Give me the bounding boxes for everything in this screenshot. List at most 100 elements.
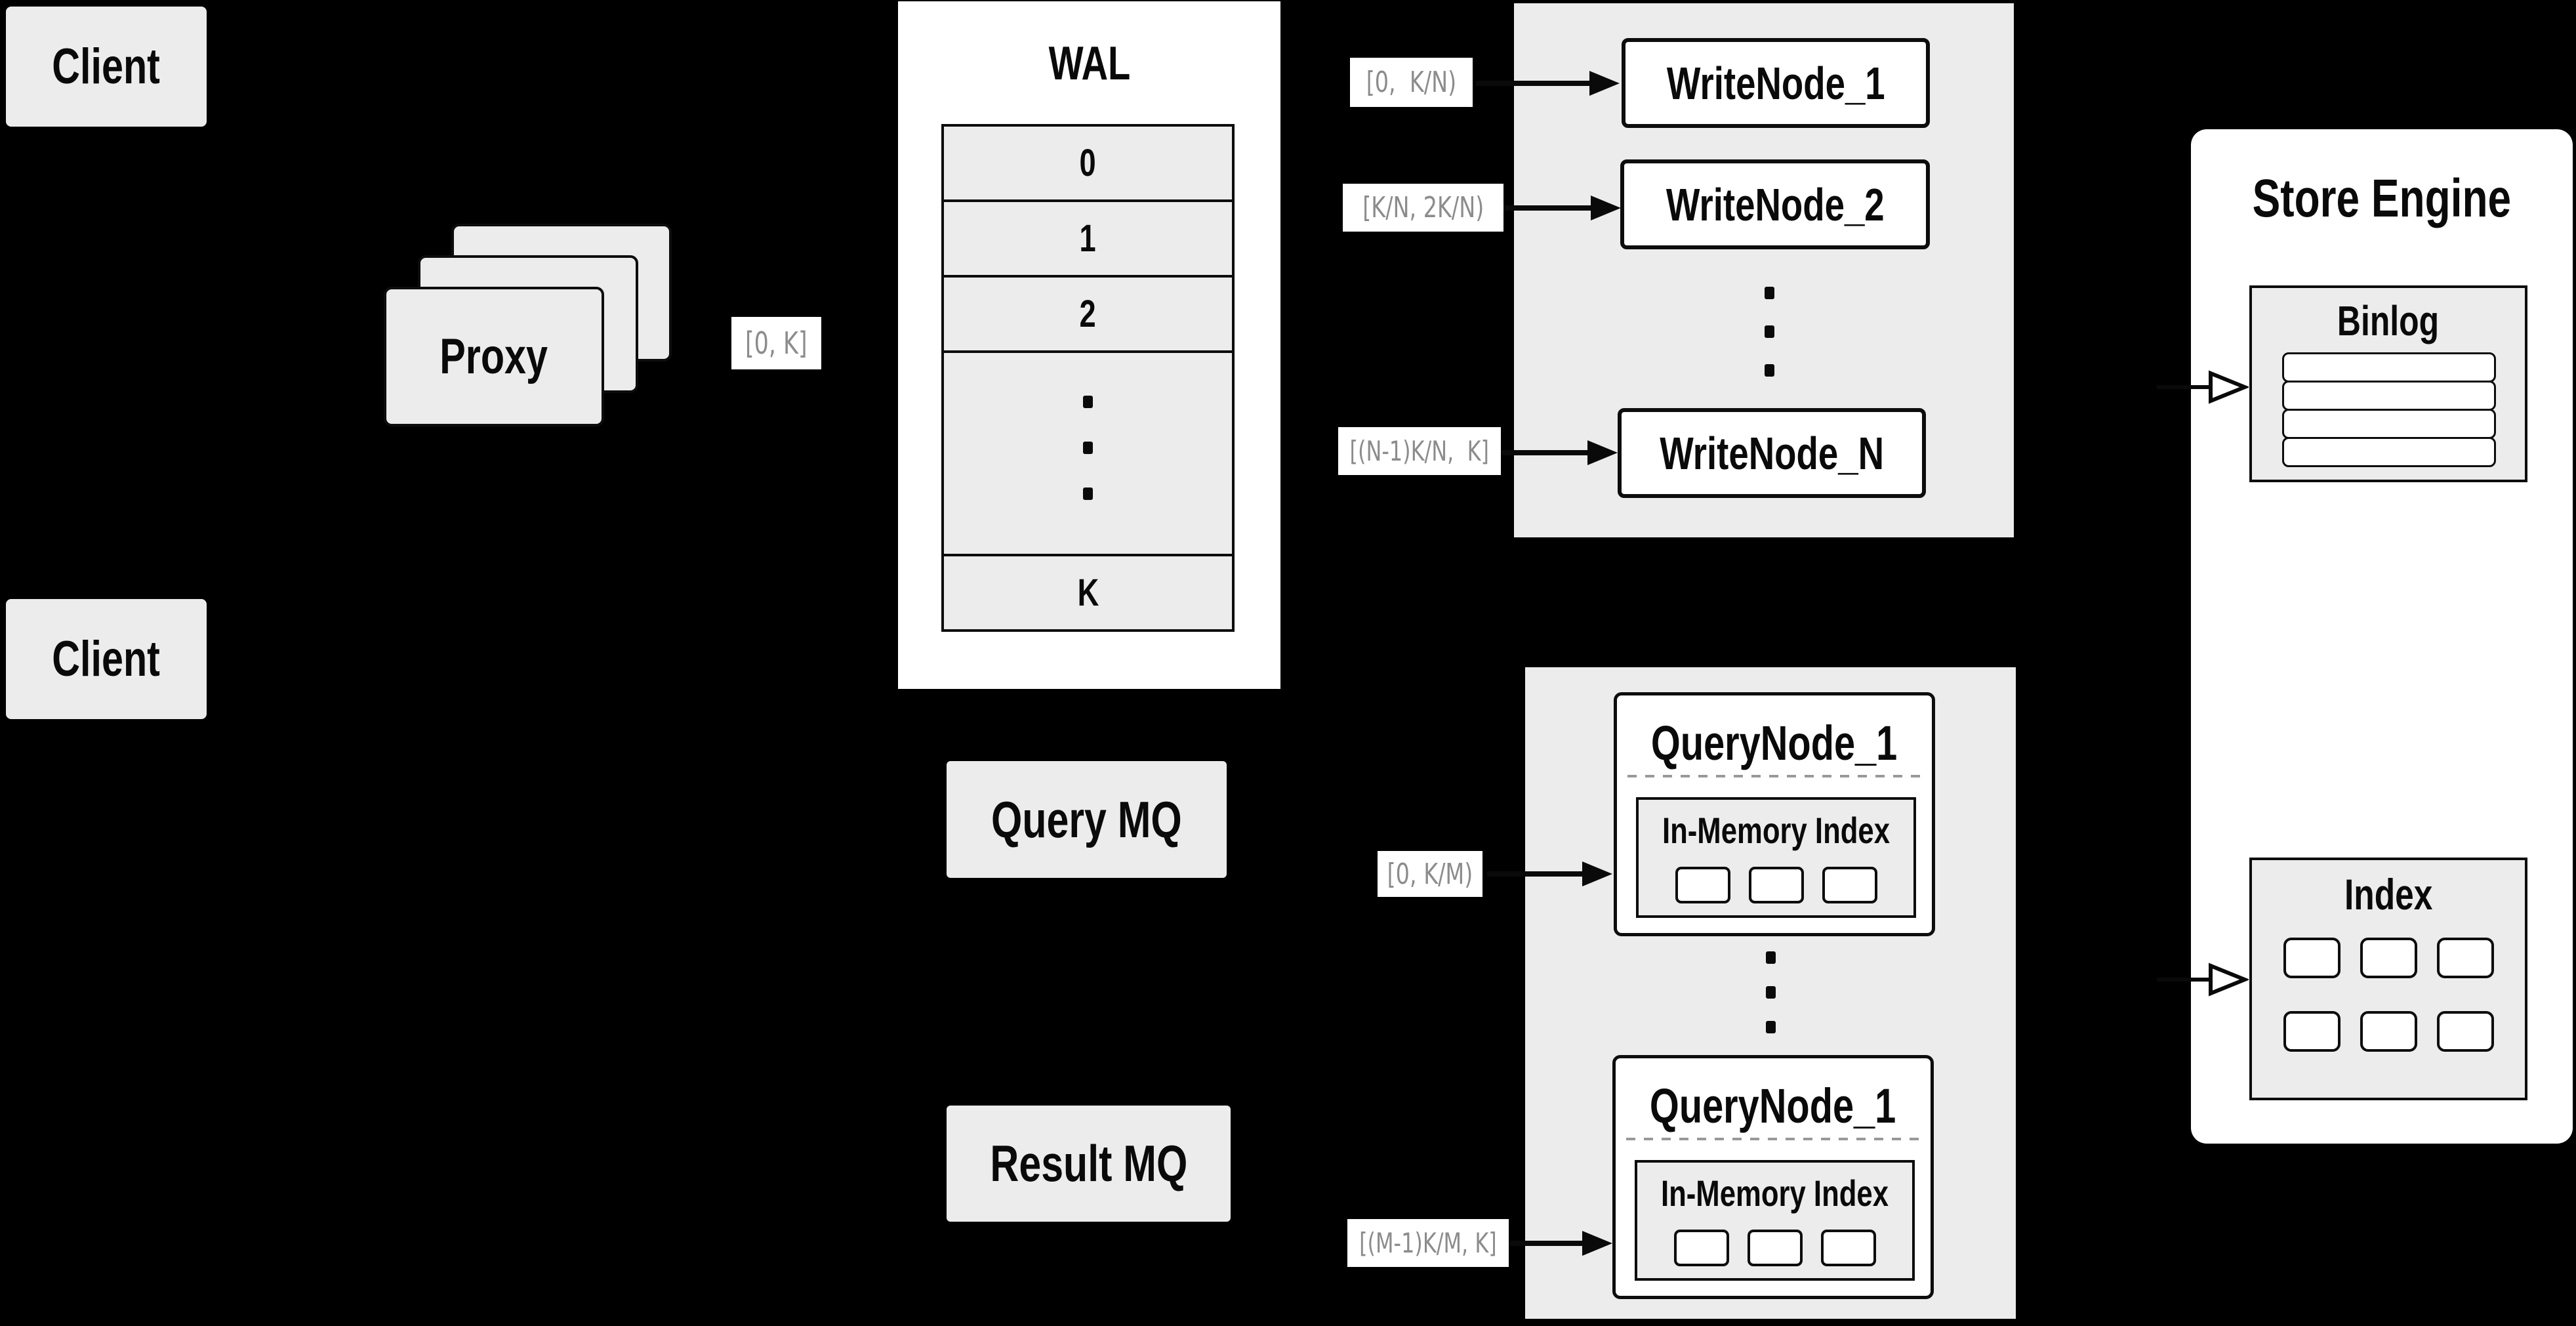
range-label-query-1: [0, K/M): [1378, 851, 1482, 897]
write-node-n: WriteNode_N: [1618, 408, 1926, 498]
index-cells-row: [2252, 938, 2525, 978]
write-node-1-label: WriteNode_1: [1666, 57, 1885, 109]
in-memory-index-top-title-row: In-Memory Index: [1639, 809, 1913, 851]
range-label-query-m: [(M-1)K/M, K]: [1347, 1219, 1509, 1267]
binlog-row: [2282, 409, 2496, 439]
query-node-top-title-row: QueryNode_1: [1617, 716, 1932, 770]
query-node-bottom-title-row: QueryNode_1: [1616, 1079, 1931, 1133]
vertical-ellipsis-dot: [1765, 364, 1774, 377]
arrow-line: [1503, 205, 1592, 211]
write-node-n-label: WriteNode_N: [1660, 427, 1884, 479]
vertical-ellipsis-dot: [1083, 442, 1093, 454]
query-mq-label: Query MQ: [991, 790, 1182, 848]
arrow-right-icon: [1582, 861, 1612, 886]
client-node-top: Client: [6, 7, 207, 127]
index-cell: [2360, 938, 2417, 978]
query-node-bottom: QueryNode_1 In-Memory Index: [1612, 1055, 1934, 1299]
in-memory-index-bottom-title-row: In-Memory Index: [1637, 1172, 1912, 1214]
binlog-rows: [2282, 352, 2496, 467]
wal-segment-0: 0: [1079, 142, 1097, 184]
arrow-right-icon: [1591, 196, 1621, 220]
store-engine-panel: Store Engine Binlog Index: [2191, 129, 2573, 1144]
binlog-row: [2282, 381, 2496, 411]
index-box: Index: [2249, 858, 2527, 1100]
vertical-ellipsis-dot: [1083, 487, 1093, 500]
client-node-bottom: Client: [6, 599, 207, 719]
arrow-right-icon: [1589, 71, 1620, 96]
wal-segment-1: 1: [1079, 217, 1097, 260]
proxy-label: Proxy: [440, 329, 548, 384]
client-top-label: Client: [52, 39, 161, 94]
index-cell: [2360, 1011, 2417, 1052]
write-node-1: WriteNode_1: [1622, 38, 1930, 128]
vertical-ellipsis-dot: [1766, 1021, 1776, 1033]
result-mq-node: Result MQ: [947, 1106, 1231, 1222]
arrow-line: [1509, 1241, 1584, 1246]
binlog-title: Binlog: [2337, 297, 2440, 344]
binlog-row: [2282, 352, 2496, 383]
client-bottom-label: Client: [52, 631, 161, 687]
segment-square: [1747, 1230, 1803, 1266]
store-engine-title: Store Engine: [2252, 169, 2512, 228]
proxy-card-front: Proxy: [384, 287, 604, 426]
range-label-write-2-text: [K/N, 2K/N): [1362, 191, 1484, 224]
query-mq-node: Query MQ: [947, 761, 1227, 878]
segment-square: [1748, 867, 1804, 903]
index-cells-row: [2252, 1011, 2525, 1052]
arrow-line: [1476, 81, 1591, 86]
in-memory-index-top: In-Memory Index: [1636, 797, 1916, 918]
open-arrow-right-icon: [2157, 963, 2249, 997]
range-label-write-n: [(N-1)K/N, K]: [1338, 427, 1501, 475]
store-engine-title-row: Store Engine: [2191, 169, 2573, 228]
wal-title: WAL: [1048, 37, 1130, 90]
index-cell: [2436, 1011, 2494, 1052]
wal-segment-row: 0: [944, 127, 1232, 199]
index-title: Index: [2344, 870, 2433, 919]
result-mq-label: Result MQ: [990, 1134, 1187, 1192]
wal-segment-k: K: [1077, 571, 1099, 614]
query-node-top-title: QueryNode_1: [1651, 715, 1898, 770]
wal-segment-table: 0 1 2 K: [941, 124, 1235, 632]
index-cell: [2436, 938, 2494, 978]
segment-square: [1820, 1230, 1876, 1266]
vertical-ellipsis-dot: [1766, 951, 1776, 964]
index-title-row: Index: [2252, 870, 2525, 919]
arrow-line: [1501, 450, 1589, 455]
arrow-line: [1487, 871, 1584, 877]
write-node-2-label: WriteNode_2: [1666, 178, 1885, 230]
dashed-divider: [1627, 775, 1921, 777]
wal-ellipsis-row: [944, 350, 1232, 554]
segment-square: [1822, 867, 1877, 903]
wal-segment-row: 2: [944, 275, 1232, 350]
segment-square: [1673, 1230, 1729, 1266]
query-node-top: QueryNode_1 In-Memory Index: [1614, 692, 1935, 936]
arrow-right-icon: [1582, 1231, 1612, 1256]
in-memory-index-bottom-title: In-Memory Index: [1660, 1172, 1889, 1214]
binlog-title-row: Binlog: [2252, 297, 2525, 344]
range-label-write-1: [0, K/N): [1350, 58, 1473, 107]
segment-squares-row: [1637, 1230, 1912, 1266]
vertical-ellipsis-dot: [1766, 986, 1776, 999]
vertical-ellipsis-dot: [1083, 396, 1093, 408]
in-memory-index-top-title: In-Memory Index: [1662, 809, 1891, 851]
write-node-2: WriteNode_2: [1620, 159, 1930, 249]
dashed-divider: [1626, 1138, 1920, 1140]
vertical-ellipsis-dot: [1765, 287, 1774, 299]
open-arrow-right-icon: [2157, 370, 2249, 404]
wal-segment-row: 1: [944, 199, 1232, 275]
binlog-box: Binlog: [2249, 285, 2527, 482]
range-label-write-1-text: [0, K/N): [1366, 66, 1457, 99]
query-node-bottom-title: QueryNode_1: [1650, 1078, 1896, 1133]
binlog-row: [2282, 437, 2496, 467]
vertical-ellipsis-dot: [1765, 325, 1774, 338]
range-label-proxy-to-wal-text: [0, K]: [745, 325, 808, 361]
range-label-proxy-to-wal: [0, K]: [731, 317, 821, 369]
range-label-query-m-text: [(M-1)K/M, K]: [1359, 1227, 1497, 1259]
wal-segment-2: 2: [1079, 293, 1097, 335]
index-cell: [2283, 938, 2341, 978]
wal-panel: WAL 0 1 2 K: [898, 1, 1280, 689]
range-label-write-n-text: [(N-1)K/N, K]: [1349, 435, 1490, 467]
range-label-write-2: [K/N, 2K/N): [1343, 184, 1503, 232]
arrow-right-icon: [1587, 440, 1618, 465]
